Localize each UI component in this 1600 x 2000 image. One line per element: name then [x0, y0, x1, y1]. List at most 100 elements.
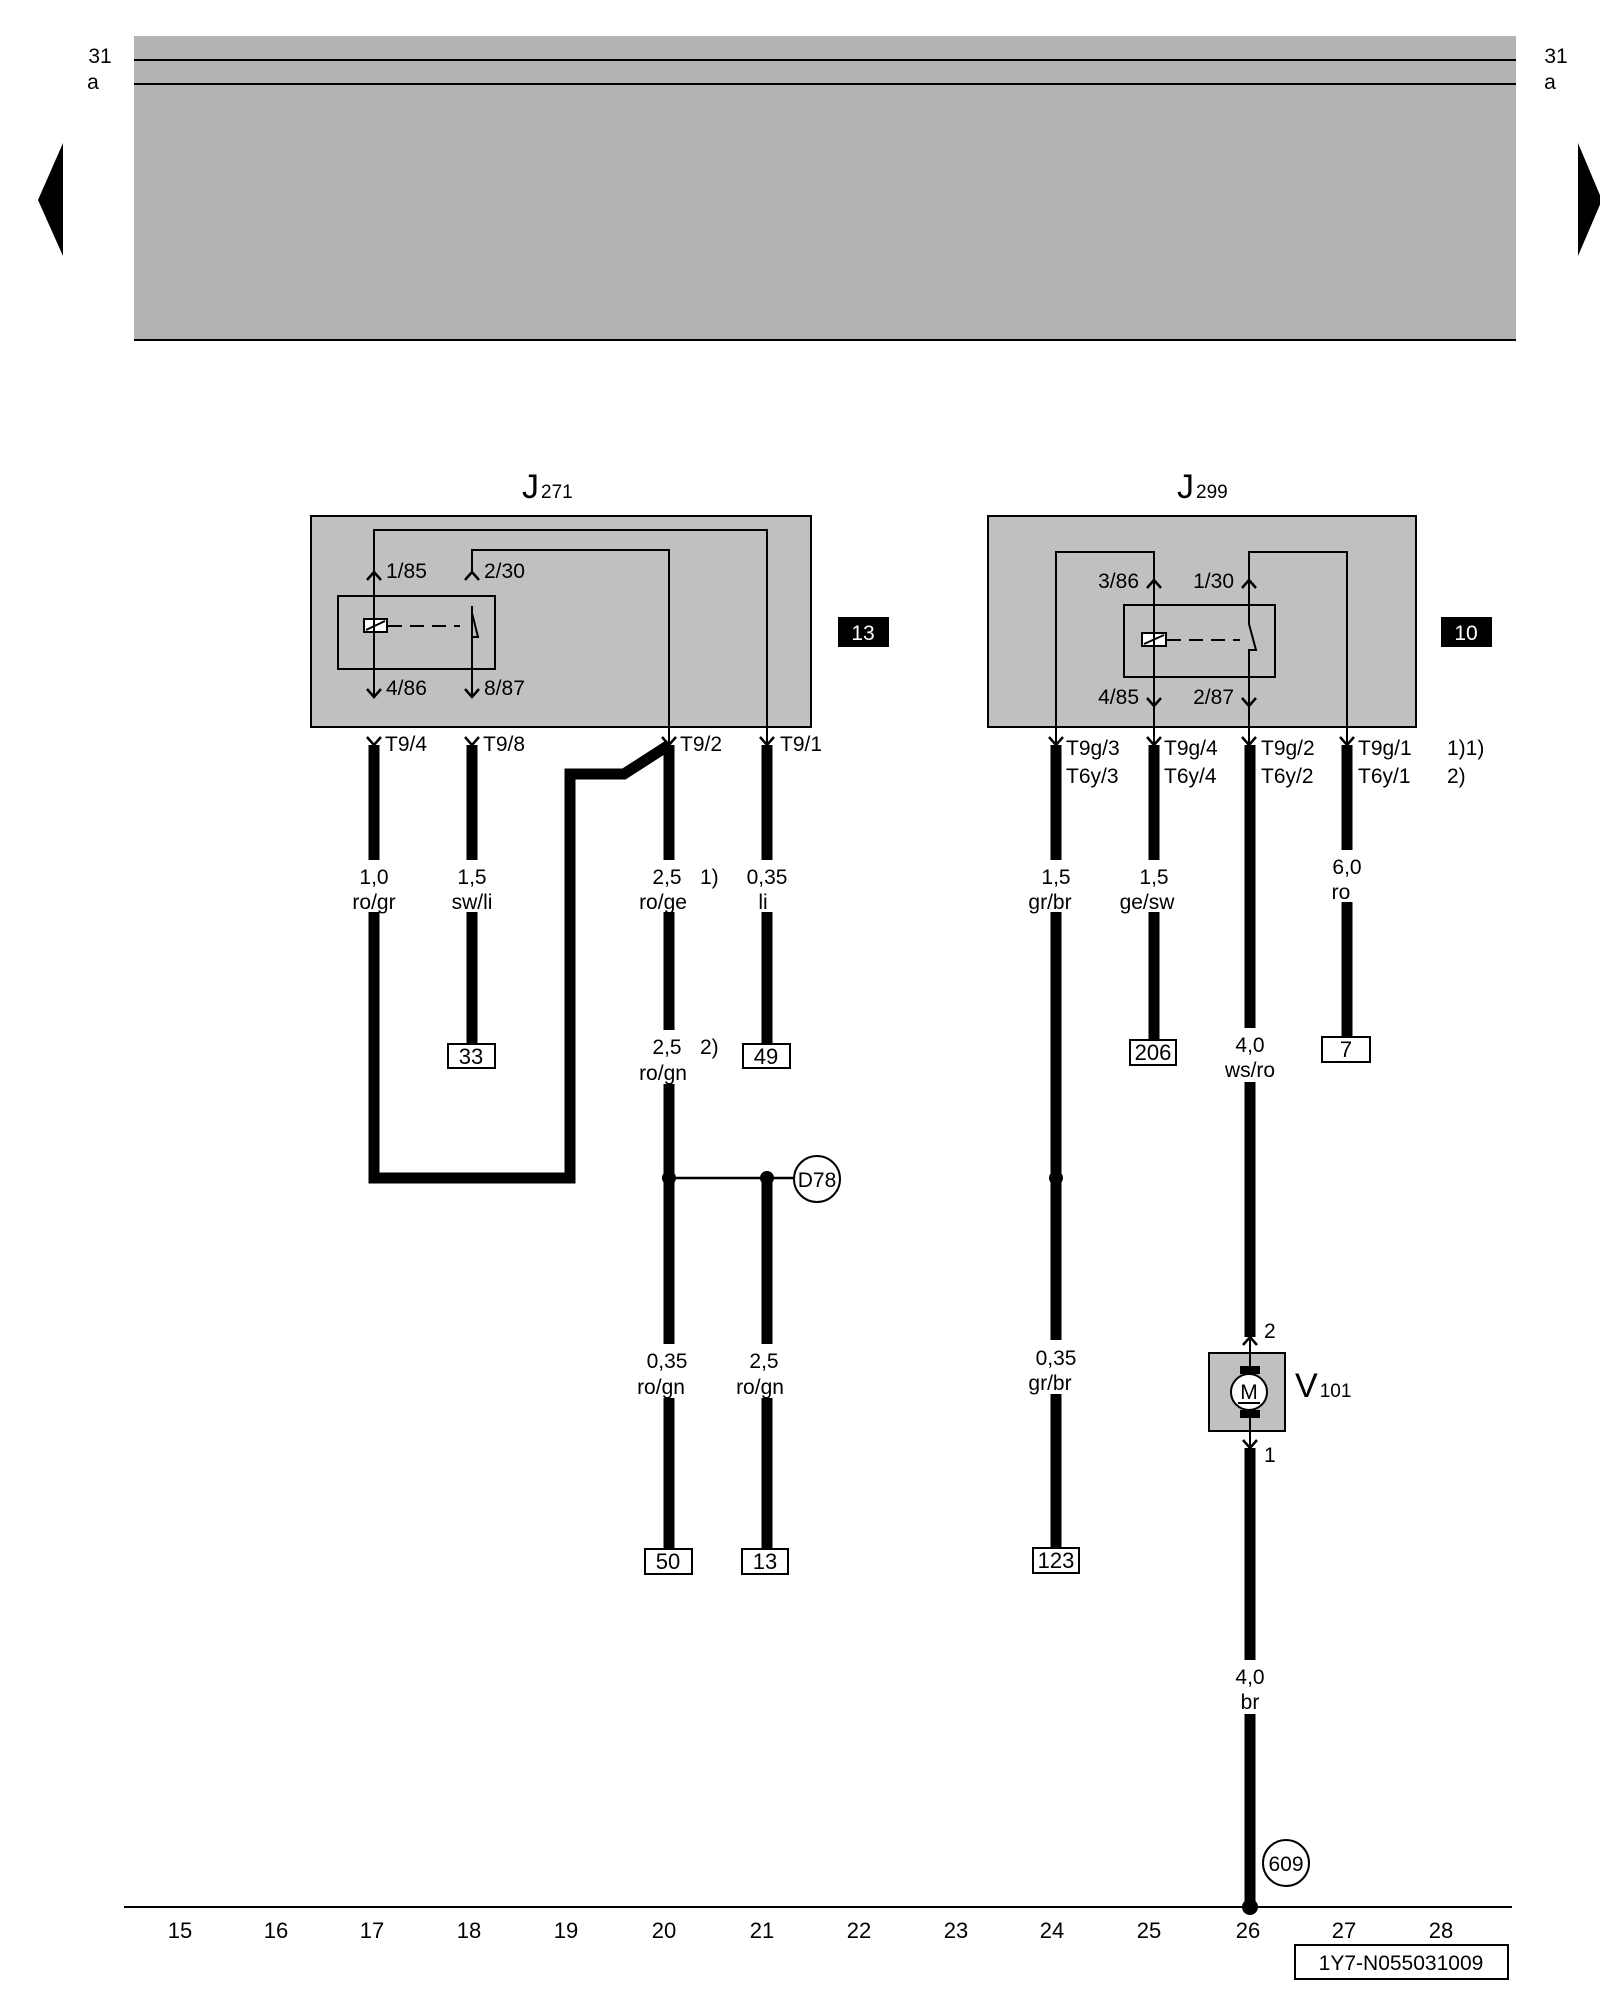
svg-text:ro/gr: ro/gr	[352, 891, 395, 914]
svg-text:1,5: 1,5	[1139, 866, 1168, 889]
j271-conn-t92: T9/2	[680, 733, 722, 756]
header-right-top: 31	[1544, 45, 1567, 68]
j299-conn-t9g1: T9g/1	[1358, 737, 1412, 760]
ground-609[interactable]: 609	[1262, 1839, 1310, 1887]
header-left-bottom: a	[87, 71, 99, 94]
svg-text:2,5: 2,5	[652, 1036, 681, 1059]
svg-text:1): 1)	[700, 866, 719, 889]
wire-label-20a: 2,5 ro/ge 1)	[629, 860, 719, 914]
ref-box-33[interactable]: 33	[447, 1043, 496, 1069]
svg-text:0,35: 0,35	[647, 1350, 688, 1373]
svg-text:4,0: 4,0	[1235, 1034, 1264, 1057]
wire-label-20b: 2,5 ro/gn 2)	[629, 1030, 719, 1085]
column-number: 28	[1429, 1918, 1453, 1943]
j299-badge: 10	[1441, 617, 1492, 647]
wire-17-loop	[368, 740, 672, 1184]
wiring	[368, 740, 1353, 1907]
column-number: 21	[750, 1918, 774, 1943]
junction-dot	[760, 1171, 774, 1185]
wire-label-27: 6,0 ro	[1320, 850, 1376, 904]
j271-pin-887: 8/87	[484, 677, 525, 700]
svg-text:123: 123	[1038, 1548, 1075, 1573]
svg-text:2,5: 2,5	[749, 1350, 778, 1373]
ref-box-206[interactable]: 206	[1129, 1039, 1177, 1066]
column-number: 25	[1137, 1918, 1161, 1943]
column-number: 23	[944, 1918, 968, 1943]
svg-text:13: 13	[753, 1549, 777, 1574]
svg-text:li: li	[758, 891, 767, 914]
svg-text:gr/br: gr/br	[1028, 1372, 1071, 1395]
svg-text:7: 7	[1340, 1037, 1352, 1062]
footer-code: 1Y7-N055031009	[1319, 1952, 1484, 1975]
v101-pin-1: 1	[1264, 1444, 1276, 1467]
svg-text:ge/sw: ge/sw	[1120, 891, 1176, 914]
header-band	[134, 36, 1516, 341]
column-number: 19	[554, 1918, 578, 1943]
junction-dot	[1049, 1171, 1063, 1185]
j299-pin-386: 3/86	[1098, 570, 1139, 593]
j271-pin-185: 1/85	[386, 560, 427, 583]
ref-box-13[interactable]: 13	[741, 1548, 789, 1575]
svg-text:1,0: 1,0	[359, 866, 388, 889]
v101-component	[1208, 1335, 1286, 1450]
svg-text:ws/ro: ws/ro	[1224, 1059, 1275, 1082]
column-number: 17	[360, 1918, 384, 1943]
j299-conn-t6y2: T6y/2	[1261, 765, 1314, 788]
svg-text:13: 13	[851, 622, 874, 645]
svg-text:D78: D78	[798, 1169, 837, 1192]
svg-text:ro/gn: ro/gn	[639, 1062, 687, 1085]
ref-box-7[interactable]: 7	[1321, 1036, 1371, 1063]
column-number: 26	[1236, 1918, 1260, 1943]
wire-label-18: 1,5 sw/li	[436, 860, 508, 914]
ground-d78[interactable]: D78	[793, 1155, 841, 1203]
junction-dot	[662, 1171, 676, 1185]
j271-badge: 13	[838, 617, 889, 647]
column-number: 24	[1040, 1918, 1064, 1943]
triangle-right-icon[interactable]	[1578, 143, 1600, 256]
j299-conn-t6y4: T6y/4	[1164, 765, 1217, 788]
ref-box-123[interactable]: 123	[1032, 1547, 1080, 1574]
wire-label-21b: 2,5 ro/gn	[728, 1344, 808, 1399]
svg-text:4,0: 4,0	[1235, 1666, 1264, 1689]
j299-conn-t9g2: T9g/2	[1261, 737, 1315, 760]
column-number: 15	[168, 1918, 192, 1943]
wire-label-26a: 4,0 ws/ro	[1210, 1028, 1292, 1082]
svg-text:49: 49	[754, 1044, 778, 1069]
column-number: 27	[1332, 1918, 1356, 1943]
ref-box-50[interactable]: 50	[644, 1548, 693, 1575]
svg-text:2,5: 2,5	[652, 866, 681, 889]
header-left-top: 31	[88, 45, 111, 68]
column-number: 22	[847, 1918, 871, 1943]
j299-pin-130: 1/30	[1193, 570, 1234, 593]
j299-component	[987, 515, 1417, 747]
column-number: 16	[264, 1918, 288, 1943]
j299-conn-t6y1: T6y/1	[1358, 765, 1411, 788]
ref-box-49[interactable]: 49	[742, 1043, 791, 1069]
motor-icon	[1230, 1373, 1268, 1411]
svg-text:1,5: 1,5	[457, 866, 486, 889]
j271-pin-230: 2/30	[484, 560, 525, 583]
wire-label-20c: 0,35 ro/gn	[629, 1344, 709, 1399]
v101-motor-letter: M	[1240, 1381, 1258, 1404]
footer-code-box: 1Y7-N055031009	[1294, 1944, 1509, 1980]
j271-pin-486: 4/86	[386, 677, 427, 700]
triangle-left-icon[interactable]	[38, 143, 63, 256]
svg-text:br: br	[1241, 1691, 1260, 1714]
j299-conn-t9g4: T9g/4	[1164, 737, 1218, 760]
wire-label-17: 1,0 ro/gr	[338, 860, 410, 914]
svg-text:33: 33	[459, 1044, 483, 1069]
svg-text:ro/gn: ro/gn	[637, 1376, 685, 1399]
column-number: 20	[652, 1918, 676, 1943]
svg-text:10: 10	[1454, 622, 1477, 645]
j271-conn-t98: T9/8	[483, 733, 525, 756]
wire-label-21: 0,35 li	[735, 860, 799, 914]
svg-text:0,35: 0,35	[1036, 1347, 1077, 1370]
wire-label-24: 1,5 gr/br	[1014, 860, 1098, 914]
svg-text:6,0: 6,0	[1332, 856, 1361, 879]
svg-text:ro/gn: ro/gn	[736, 1376, 784, 1399]
j299-pin-287: 2/87	[1193, 686, 1234, 709]
svg-text:sw/li: sw/li	[452, 891, 493, 914]
